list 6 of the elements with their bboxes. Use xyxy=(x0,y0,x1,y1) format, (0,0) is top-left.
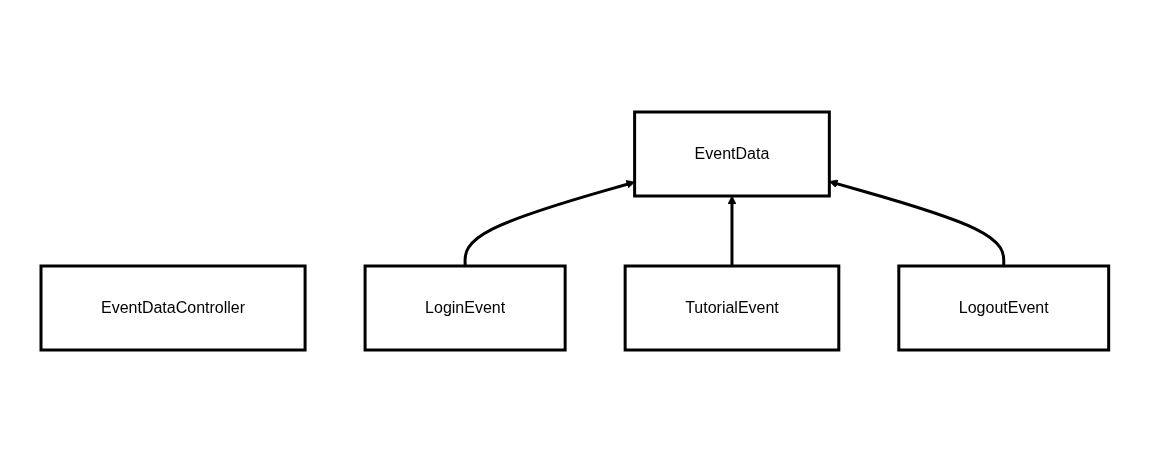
node-box: LogoutEvent xyxy=(897,264,1111,352)
arrow xyxy=(829,179,1006,266)
node-box: EventDataController xyxy=(39,264,307,352)
node-box: TutorialEvent xyxy=(623,264,841,352)
node-box: EventData xyxy=(633,110,831,198)
node-box: LoginEvent xyxy=(363,264,567,352)
